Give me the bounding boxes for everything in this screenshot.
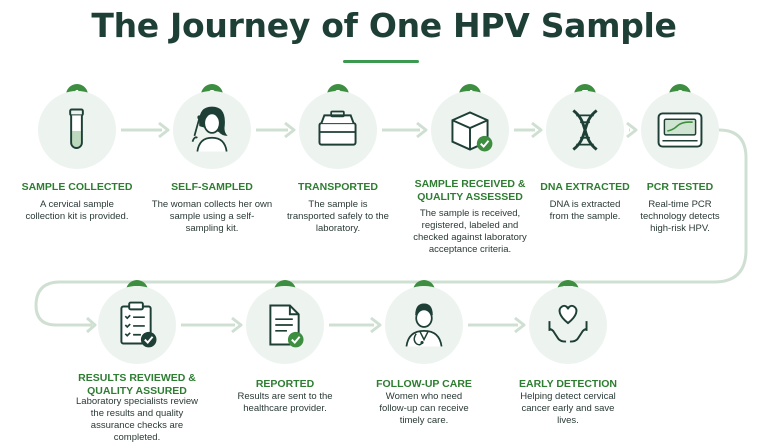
step-description: Women who need follow-up can receive tim… <box>379 391 469 426</box>
test-tube-icon <box>69 108 84 149</box>
connector-arrow <box>256 121 296 139</box>
transport-box-icon <box>318 110 357 146</box>
step-label: PCR TESTED <box>646 181 714 193</box>
connector-arrow <box>514 121 543 139</box>
connector-arrow <box>382 121 428 139</box>
step-label: SAMPLE RECEIVED & QUALITY ASSESSED <box>414 178 526 203</box>
step-label: DNA EXTRACTED <box>540 181 630 193</box>
step-label: REPORTED <box>255 378 315 390</box>
step-description: Real-time PCR technology detects high-ri… <box>640 199 720 234</box>
step-description: Laboratory specialists review the result… <box>76 396 198 443</box>
step-label: EARLY DETECTION <box>518 378 618 390</box>
wrap-arrowhead <box>86 316 97 334</box>
step-icon-circle <box>431 91 509 169</box>
step-description: Helping detect cervical cancer early and… <box>520 391 616 426</box>
connector-arrow <box>468 316 526 334</box>
clipboard-check-icon <box>120 301 157 348</box>
step-label: SAMPLE COLLECTED <box>21 181 133 193</box>
step-icon-circle <box>641 91 719 169</box>
step-icon-circle <box>173 91 251 169</box>
step-icon-circle <box>299 91 377 169</box>
step-description: Results are sent to the healthcare provi… <box>237 391 333 414</box>
page-title: The Journey of One HPV Sample <box>91 6 677 45</box>
step-description: The woman collects her own sample using … <box>151 199 273 234</box>
package-check-icon <box>451 111 493 152</box>
step-description: The sample is received, registered, labe… <box>413 208 527 255</box>
step-icon-circle <box>529 286 607 364</box>
title-underline <box>343 60 419 63</box>
step-icon-circle <box>385 286 463 364</box>
step-icon-circle <box>38 91 116 169</box>
step-description: The sample is transported safely to the … <box>287 199 389 234</box>
heart-hands-icon <box>548 304 588 343</box>
step-label: TRANSPORTED <box>298 181 378 193</box>
pcr-machine-icon <box>657 112 703 148</box>
connector-arrow <box>181 316 243 334</box>
wrap-connector <box>34 128 748 327</box>
connector-arrow <box>329 316 382 334</box>
dna-icon <box>572 109 598 151</box>
report-check-icon <box>269 304 304 348</box>
step-icon-circle <box>98 286 176 364</box>
step-label: RESULTS REVIEWED & QUALITY ASSURED <box>78 372 196 397</box>
step-label: FOLLOW-UP CARE <box>376 378 472 390</box>
step-description: DNA is extracted from the sample. <box>549 199 621 222</box>
connector-arrow <box>121 121 170 139</box>
woman-swab-icon <box>191 106 228 152</box>
doctor-icon <box>405 303 443 347</box>
step-description: A cervical sample collection kit is prov… <box>25 199 129 222</box>
step-icon-circle <box>246 286 324 364</box>
connector-arrow <box>626 121 638 139</box>
step-icon-circle <box>546 91 624 169</box>
step-label: SELF-SAMPLED <box>171 181 253 193</box>
